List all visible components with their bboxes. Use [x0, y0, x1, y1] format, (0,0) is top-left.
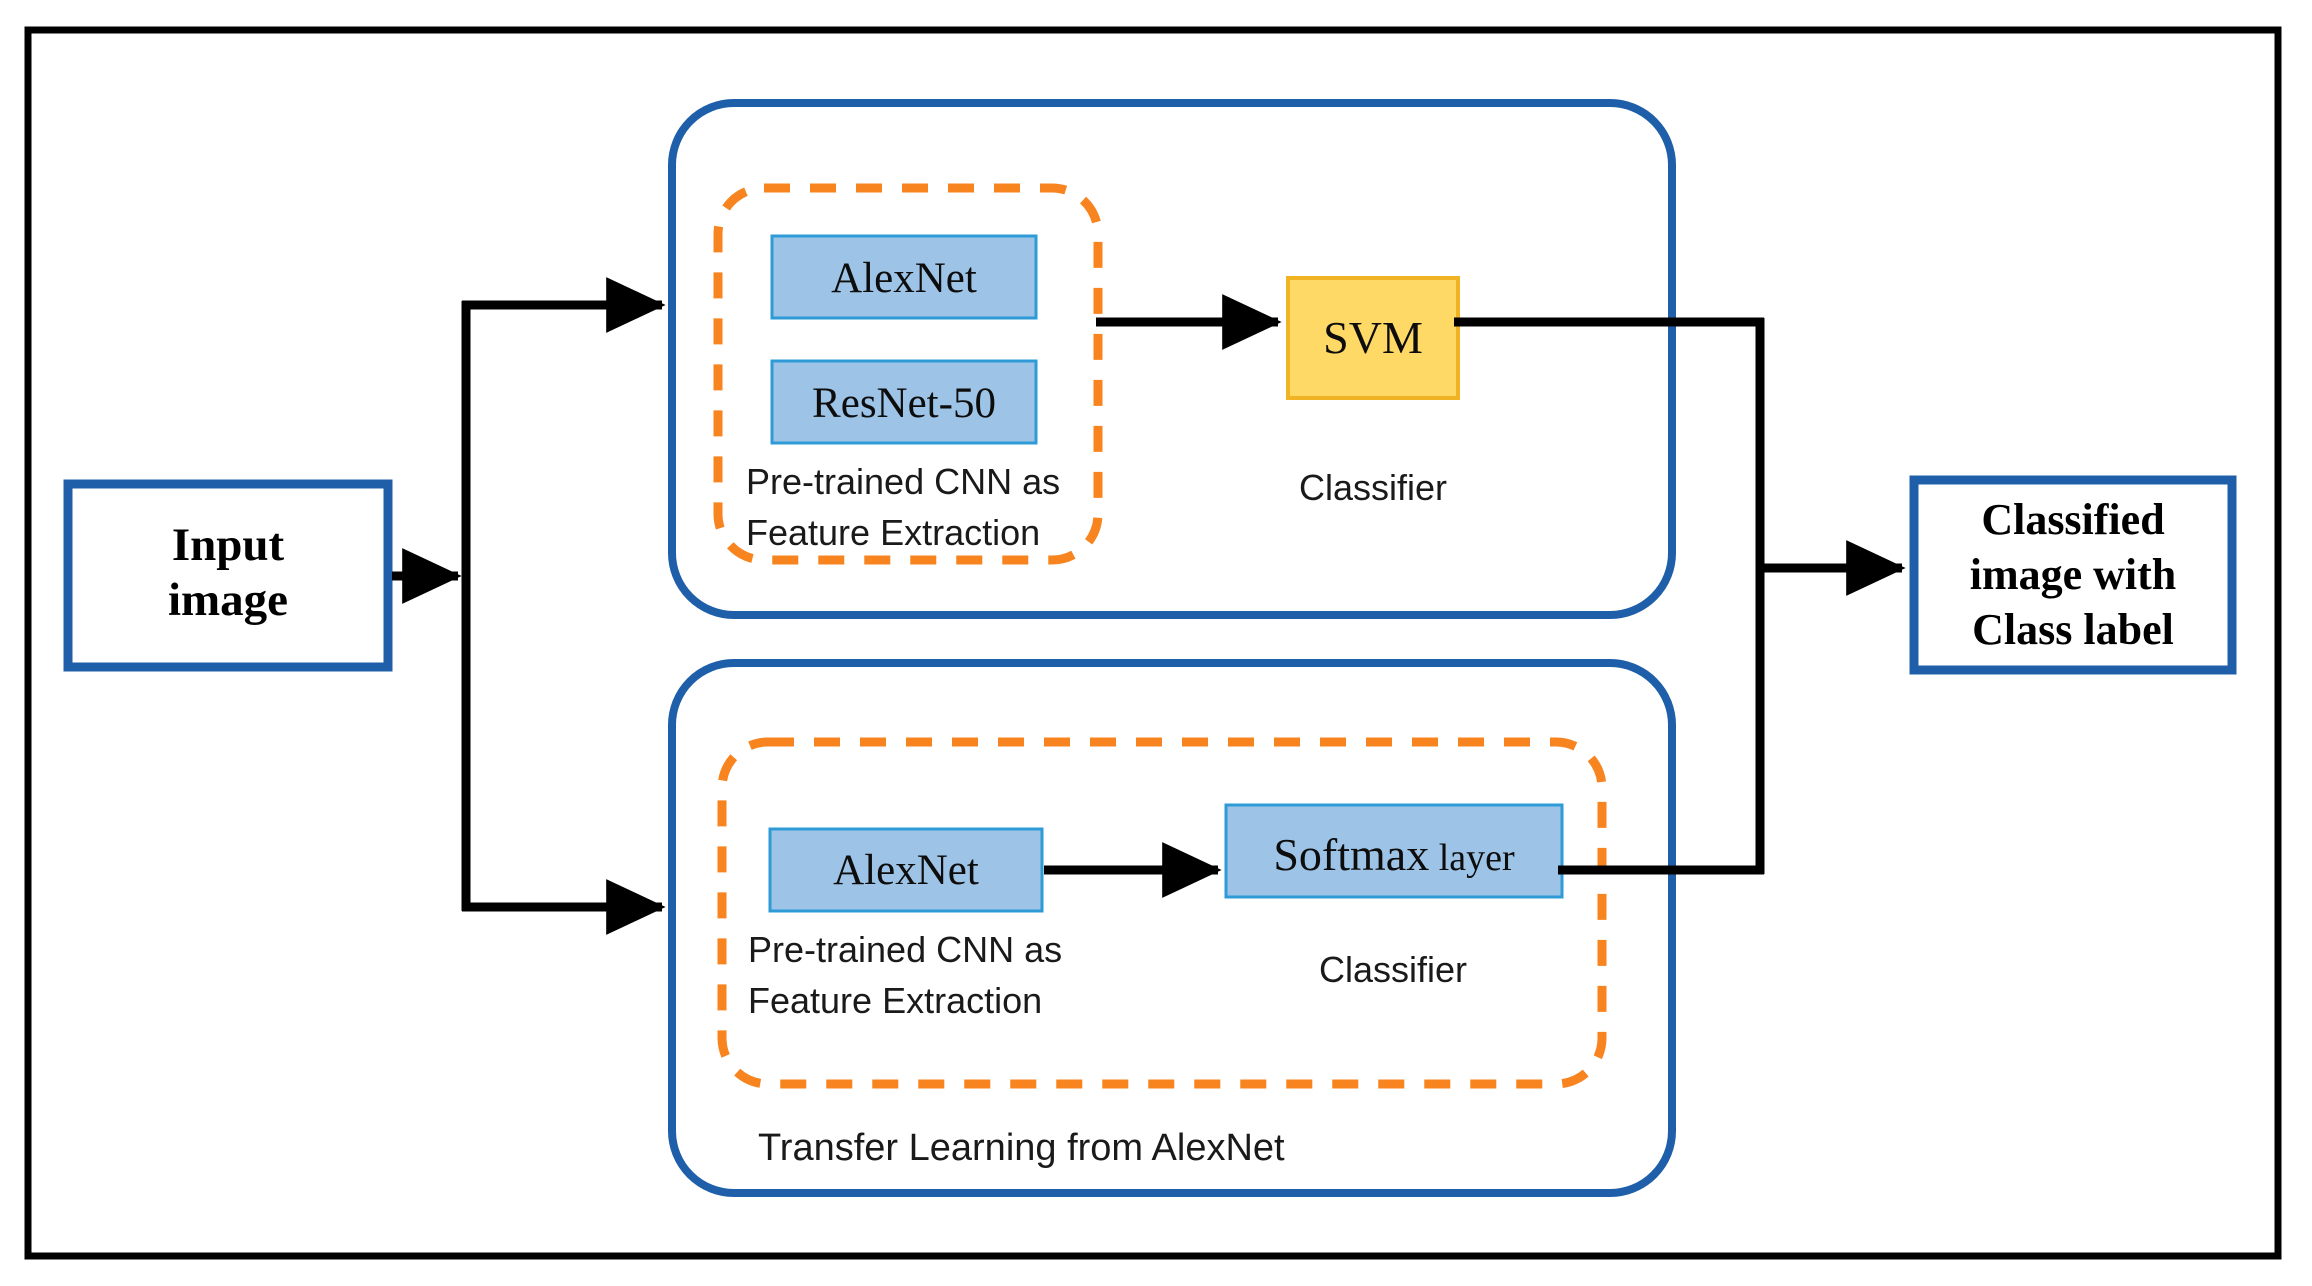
top-feature-box-0[interactable]: [770, 234, 1038, 320]
bottom-classifier-caption: Classifier: [1319, 949, 1467, 990]
top-feature-caption-line1: Pre-trained CNN as: [746, 461, 1060, 502]
bottom-pipeline-container: [668, 659, 1676, 1197]
output-label-line1: Classified: [1981, 495, 2164, 544]
softmax-classifier-box[interactable]: [1224, 803, 1564, 899]
svm-classifier-box[interactable]: [1286, 276, 1460, 400]
softmax-classifier-label: Softmax layer: [1273, 829, 1515, 880]
top-pipeline-container: [668, 99, 1676, 619]
top-feature-box-1-label: ResNet-50: [812, 380, 996, 427]
bottom-feature-box-0[interactable]: [768, 827, 1044, 913]
bottom-feature-box-0-label: AlexNet: [833, 847, 979, 894]
input-image-label-line2: image: [168, 574, 288, 626]
softmax-label-main: Softmax: [1273, 829, 1429, 880]
top-classifier-caption: Classifier: [1299, 467, 1447, 508]
top-feature-box-1[interactable]: [770, 359, 1038, 445]
top-feature-box-0-label: AlexNet: [831, 255, 977, 302]
output-label-line3: Class label: [1972, 605, 2174, 654]
svm-classifier-label: SVM: [1323, 312, 1423, 363]
input-image-label-line1: Input: [172, 519, 285, 571]
transfer-learning-caption: Transfer Learning from AlexNet: [758, 1127, 1285, 1169]
top-feature-extraction-group: [713, 183, 1103, 565]
outer-frame: [24, 26, 2282, 1260]
bottom-feature-caption-line1: Pre-trained CNN as: [748, 929, 1062, 970]
output-label-line2: image with: [1970, 550, 2177, 599]
bottom-feature-caption-line2: Feature Extraction: [748, 980, 1042, 1021]
classified-output-box[interactable]: [1909, 475, 2237, 675]
bottom-feature-extraction-group: [717, 737, 1607, 1089]
softmax-label-sub: layer: [1429, 837, 1515, 879]
input-image-box[interactable]: [63, 479, 393, 672]
top-feature-caption-line2: Feature Extraction: [746, 512, 1040, 553]
